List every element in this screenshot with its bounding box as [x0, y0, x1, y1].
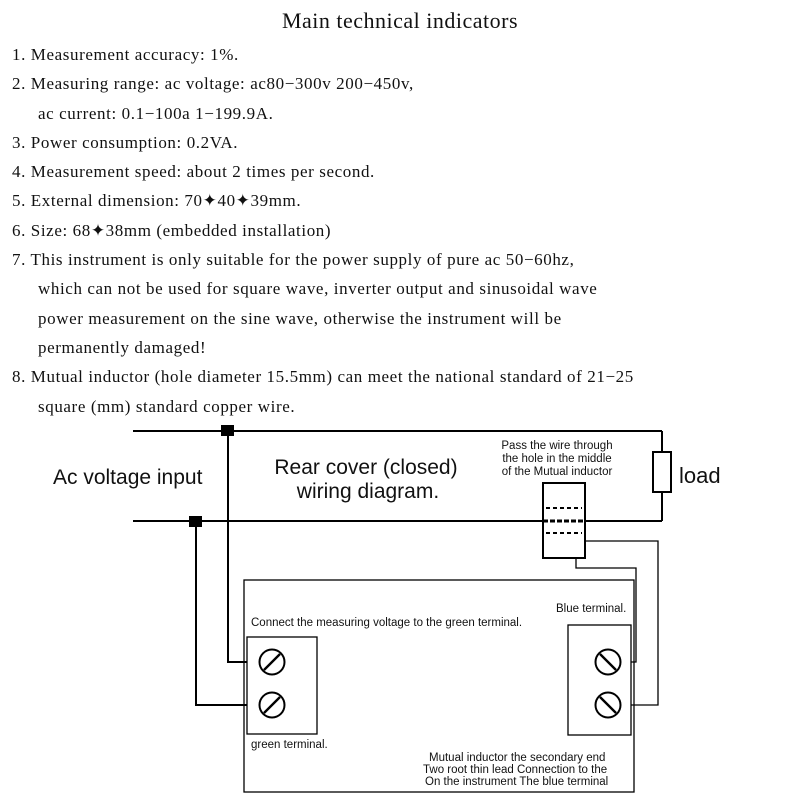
spec-item: 8. Mutual inductor (hole diameter 15.5mm… [12, 367, 634, 387]
secondary-label-line1: Mutual inductor the secondary end [429, 752, 605, 764]
spec-item: 1. Measurement accuracy: 1%. [12, 45, 239, 64]
rear-cover-label-line2: wiring diagram. [296, 480, 439, 503]
spec-item: 3. Power consumption: 0.2VA. [12, 132, 239, 152]
connect-voltage-label: Connect the measuring voltage to the gre… [251, 617, 522, 629]
spec-item-continuation: which can not be used for square wave, i… [38, 279, 598, 299]
spec-list: 1. Measurement accuracy: 1%. 2. Measuring… [12, 40, 792, 421]
spec-item: 5. External dimension: 70✦40✦39mm. [12, 191, 302, 211]
spec-item-continuation: power measurement on the sine wave, othe… [38, 308, 562, 328]
spec-item: 2. Measuring range: ac voltage: ac80−300… [12, 74, 414, 94]
pass-wire-label-line1: Pass the wire through [501, 440, 612, 452]
secondary-label-line3: On the instrument The blue terminal [425, 776, 608, 788]
spec-item: 6. Size: 68✦38mm (embedded installation) [12, 220, 332, 240]
pass-wire-label-line2: the hole in the middle [502, 453, 611, 465]
ac-voltage-input-label: Ac voltage input [53, 466, 203, 489]
spec-item-continuation: square (mm) standard copper wire. [38, 396, 296, 416]
voltage-lead-2 [195, 521, 260, 706]
screw-icon [594, 691, 622, 719]
load-resistor [652, 451, 672, 493]
green-terminal-label: green terminal. [251, 739, 328, 751]
screw-icon [258, 648, 286, 676]
mutual-inductor [542, 482, 586, 559]
junction-dot-bottom [189, 516, 202, 527]
spec-item: 4. Measurement speed: about 2 times per … [12, 162, 375, 182]
screw-icon [594, 648, 622, 676]
load-label: load [679, 463, 721, 488]
green-terminal-block [246, 636, 318, 735]
rear-cover-label-line1: Rear cover (closed) [274, 456, 457, 479]
spec-item-continuation: ac current: 0.1−100a 1−199.9A. [38, 103, 274, 123]
secondary-lead-2 [585, 540, 659, 706]
spec-item-continuation: permanently damaged! [38, 337, 207, 357]
junction-dot-top [221, 425, 234, 436]
spec-item: 7. This instrument is only suitable for … [12, 250, 575, 270]
blue-terminal-label: Blue terminal. [556, 603, 626, 615]
secondary-label-line2: Two root thin lead Connection to the [423, 764, 607, 776]
rear-cover [243, 579, 635, 793]
pass-wire-label-line3: of the Mutual inductor [502, 466, 613, 478]
screw-icon [258, 691, 286, 719]
page-title: Main technical indicators [281, 8, 519, 33]
blue-terminal-block [567, 624, 632, 736]
